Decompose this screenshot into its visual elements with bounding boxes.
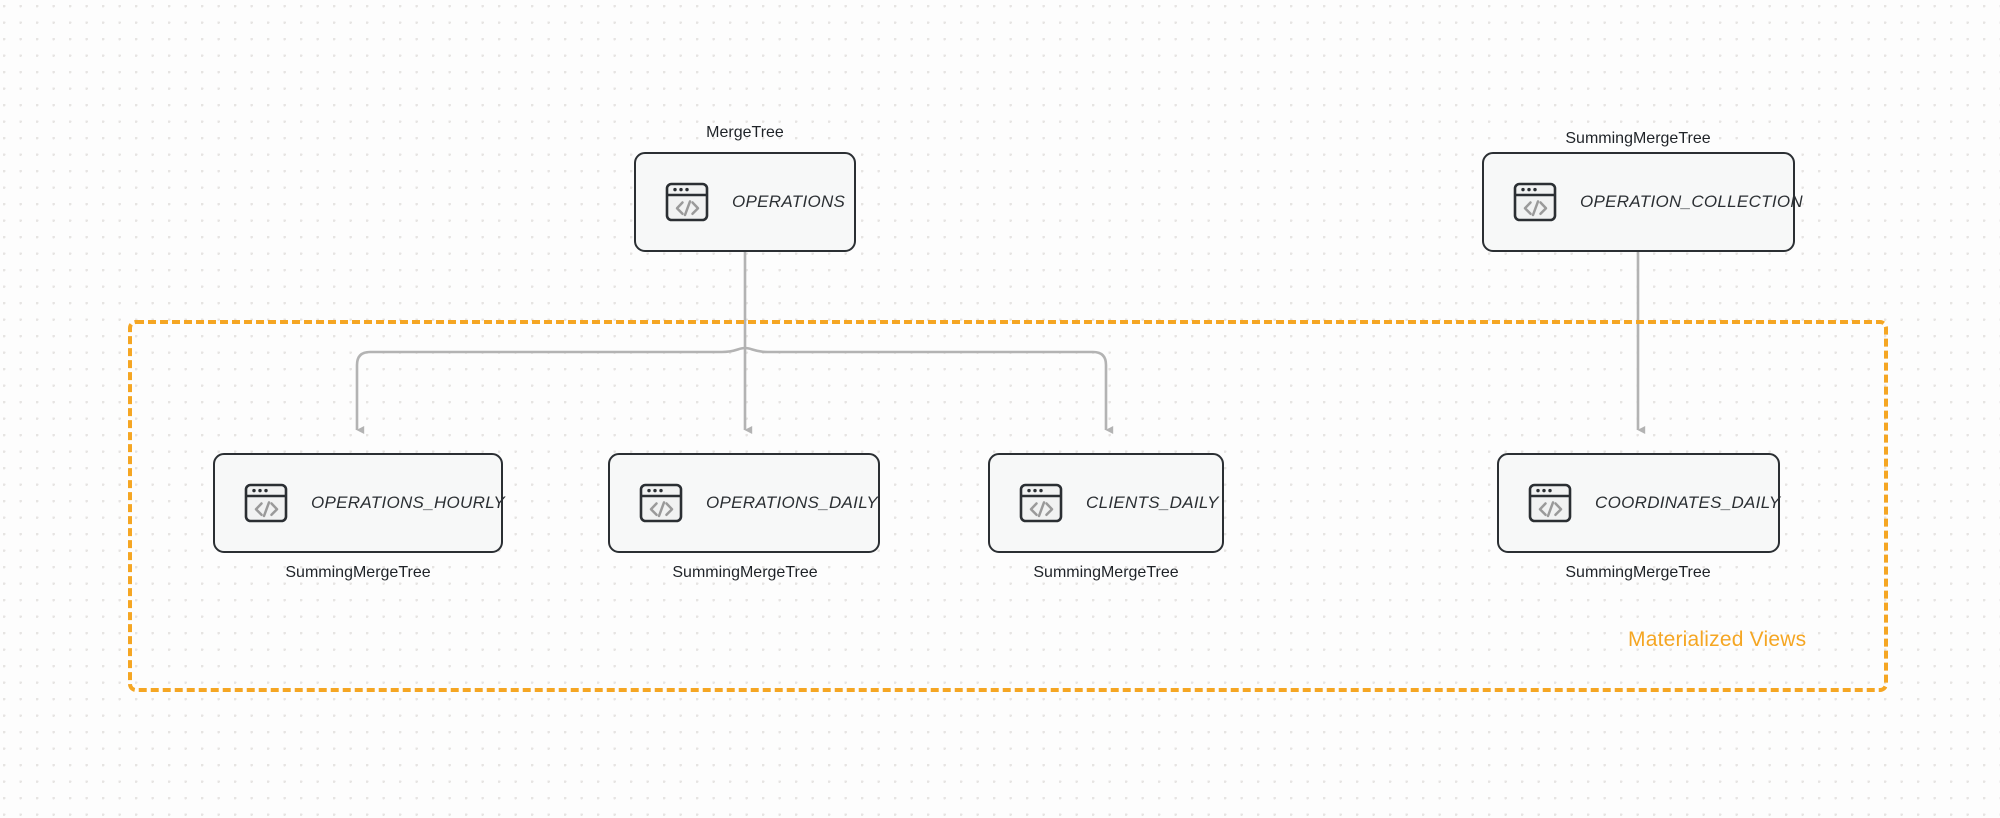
engine-caption-clients-daily: SummingMergeTree — [1033, 564, 1179, 581]
node-label-operations: OPERATIONS — [732, 192, 846, 211]
node-clients-daily[interactable]: CLIENTS_DAILY — [988, 453, 1224, 553]
node-label-operations-daily: OPERATIONS_DAILY — [706, 493, 879, 512]
code-window-icon — [1019, 483, 1063, 523]
node-coordinates-daily[interactable]: COORDINATES_DAILY — [1497, 453, 1780, 553]
engine-caption-operations-hourly: SummingMergeTree — [285, 564, 431, 581]
node-label-operations-hourly: OPERATIONS_HOURLY — [311, 493, 506, 512]
code-window-icon — [244, 483, 288, 523]
code-window-icon — [1528, 483, 1572, 523]
node-label-coordinates-daily: COORDINATES_DAILY — [1595, 493, 1781, 512]
node-operation-collection[interactable]: OPERATION_COLLECTION — [1482, 152, 1803, 252]
node-label-operation-collection: OPERATION_COLLECTION — [1580, 192, 1803, 211]
engine-caption-coordinates-daily: SummingMergeTree — [1565, 564, 1711, 581]
materialized-views-group — [128, 320, 1888, 692]
engine-caption-operation-collection: SummingMergeTree — [1565, 130, 1711, 147]
engine-caption-operations-daily: SummingMergeTree — [672, 564, 818, 581]
materialized-views-label: Materialized Views — [1628, 628, 1807, 651]
code-window-icon — [665, 182, 709, 222]
code-window-icon — [1513, 182, 1557, 222]
node-operations[interactable]: OPERATIONS — [634, 152, 856, 252]
engine-caption-operations: MergeTree — [706, 124, 784, 141]
node-operations-hourly[interactable]: OPERATIONS_HOURLY — [213, 453, 506, 553]
node-label-clients-daily: CLIENTS_DAILY — [1086, 493, 1219, 512]
code-window-icon — [639, 483, 683, 523]
node-operations-daily[interactable]: OPERATIONS_DAILY — [608, 453, 880, 553]
